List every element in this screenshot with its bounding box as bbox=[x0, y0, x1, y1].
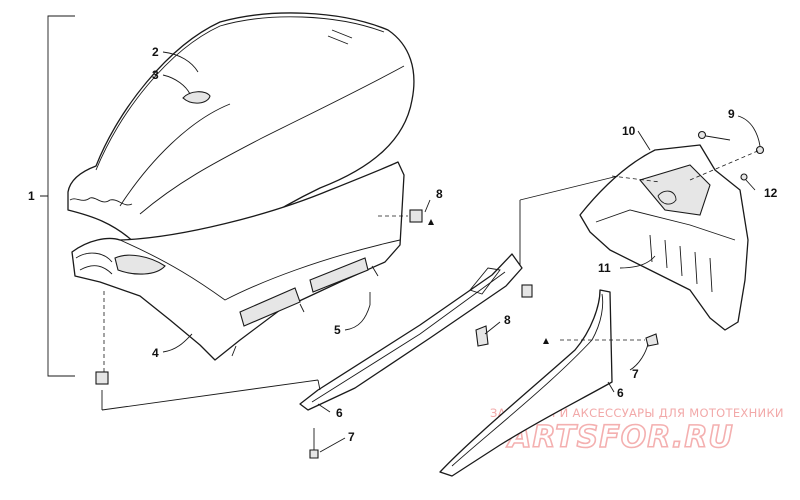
callout-3: 3 bbox=[152, 68, 159, 82]
base-cutout-right bbox=[309, 257, 369, 293]
side-panel-right bbox=[439, 289, 613, 477]
clip-lower bbox=[95, 371, 109, 385]
direction-arrow-lower bbox=[543, 338, 549, 344]
callout-12: 12 bbox=[764, 186, 778, 200]
callout-10: 10 bbox=[622, 124, 636, 138]
callout-9: 9 bbox=[728, 107, 735, 121]
callout-6-left: 6 bbox=[336, 406, 343, 420]
screw-lower bbox=[309, 449, 319, 459]
callout-5: 5 bbox=[334, 323, 341, 337]
callout-11: 11 bbox=[598, 261, 611, 275]
callout-2: 2 bbox=[152, 45, 159, 59]
clip-upper bbox=[409, 209, 423, 223]
callout-8-upper: 8 bbox=[436, 187, 443, 201]
fastener-nut bbox=[755, 145, 765, 155]
seat-badge-plate bbox=[182, 91, 211, 104]
screw-right bbox=[645, 333, 659, 347]
direction-arrow-upper bbox=[428, 219, 434, 225]
callout-4: 4 bbox=[152, 346, 159, 360]
clip-middle bbox=[521, 284, 533, 298]
trim-strip-left bbox=[299, 253, 523, 411]
assembly-bracket bbox=[40, 15, 75, 377]
callout-leaders bbox=[162, 51, 761, 453]
callout-8-middle: 8 bbox=[504, 313, 511, 327]
alignment-lines bbox=[101, 149, 761, 411]
callout-7-lower: 7 bbox=[348, 430, 355, 444]
base-front-pad bbox=[114, 254, 166, 275]
strip-left-tab bbox=[475, 325, 489, 347]
hardware bbox=[95, 130, 765, 459]
fastener-bolt-right bbox=[740, 173, 748, 181]
rear-bracket bbox=[579, 144, 749, 331]
seat-base bbox=[71, 161, 405, 361]
base-cutout-left bbox=[239, 287, 301, 327]
callout-1: 1 bbox=[28, 189, 35, 203]
bracket-mount-plate bbox=[639, 164, 711, 216]
seat-cushion bbox=[67, 12, 415, 266]
callout-7-right: 7 bbox=[632, 367, 639, 381]
fastener-bolt bbox=[697, 130, 707, 140]
callouts: 1 2 3 4 5 6 6 7 7 8 8 9 10 11 12 bbox=[28, 45, 778, 444]
watermark-tagline: ЗАПЧАСТИ И АКСЕССУАРЫ ДЛЯ МОТОТЕХНИКИ bbox=[490, 406, 784, 420]
callout-6-right: 6 bbox=[617, 386, 624, 400]
